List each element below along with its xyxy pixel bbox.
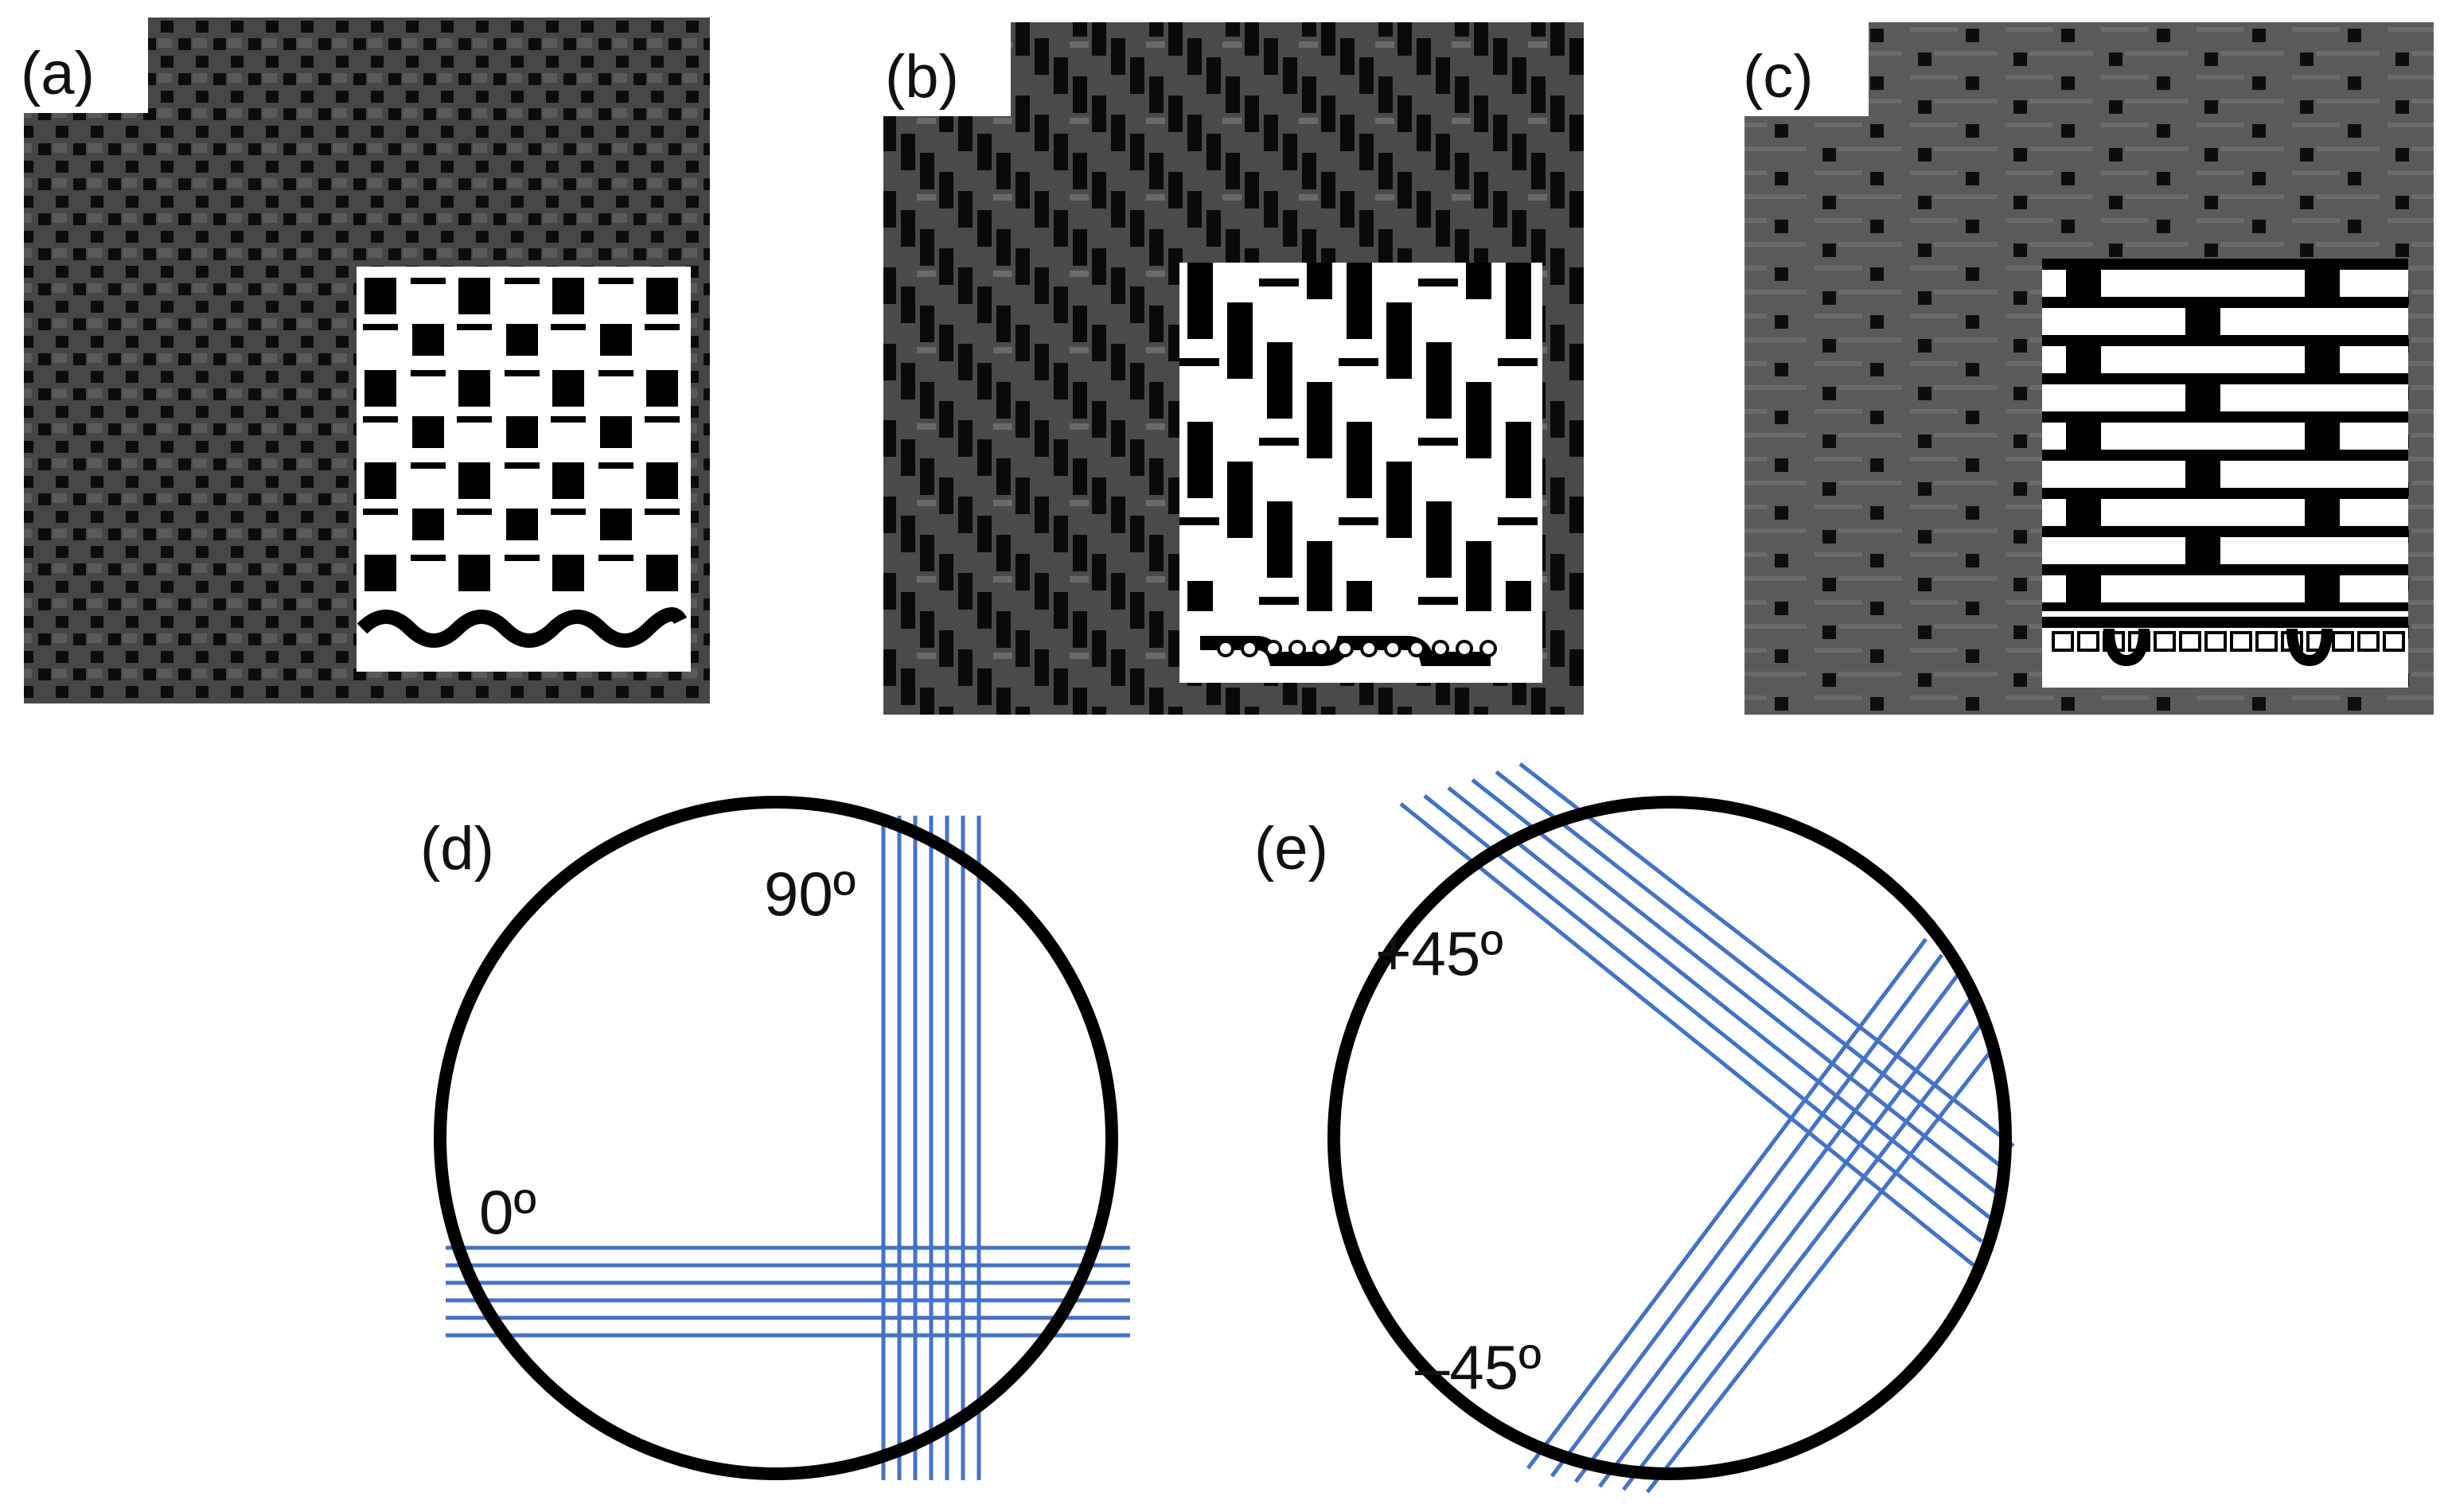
panel-c-label: (c): [1743, 43, 1814, 111]
panel-c-schematic: [2042, 259, 2408, 613]
panel-d-fibers-90: [881, 816, 981, 1480]
panel-e-angle-plus45: +45º: [1375, 918, 1503, 988]
panel-e-fibers-plus45: [1399, 762, 2015, 1267]
panel-e-label: (e): [1254, 815, 1328, 883]
panel-d-angle-90: 90º: [764, 859, 856, 929]
panel-b-label: (b): [885, 43, 959, 111]
panel-d-circle: [434, 796, 1118, 1480]
panel-a: (a): [18, 16, 710, 703]
panel-c-section-line: [2042, 617, 2408, 628]
panel-d-fibers-0: [446, 1245, 1130, 1338]
panel-d-label: (d): [420, 815, 494, 883]
panel-c-crimp: [2103, 628, 2333, 667]
panel-e-angle-minus45: –45º: [1415, 1332, 1542, 1402]
panel-a-schematic: [357, 267, 691, 601]
panel-e-circle: [1327, 796, 2012, 1480]
panel-b-label-bg: [882, 18, 1011, 116]
panel-a-label: (a): [21, 40, 95, 107]
panel-a-label-bg: [18, 16, 148, 113]
panel-b: (b): [882, 18, 1584, 715]
panel-c: (c): [1740, 18, 2434, 715]
panel-e-fibers-minus45: [1526, 937, 1999, 1494]
panel-c-label-bg: [1740, 18, 1869, 116]
panel-d-angle-0: 0º: [479, 1177, 536, 1247]
panel-b-fiber-dots: [1217, 640, 1497, 657]
panel-a-cross-section: [357, 607, 688, 648]
panel-b-schematic: [1179, 263, 1542, 613]
panel-d: (d) 90º 0º: [420, 796, 1130, 1480]
panel-e: (e) +45º –45º: [1254, 762, 2015, 1494]
